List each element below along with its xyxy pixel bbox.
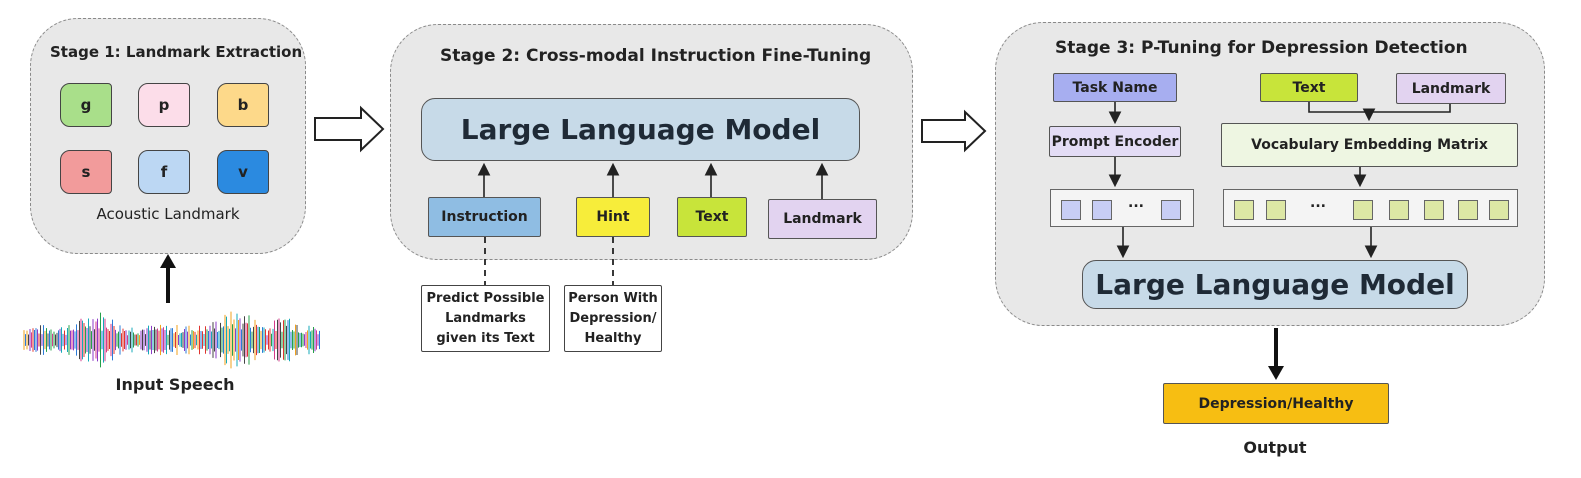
vocab-token: [1234, 200, 1254, 220]
landmark-card-b: b: [217, 83, 269, 127]
landmark-input: Landmark: [768, 199, 877, 239]
vocab-token: [1389, 200, 1409, 220]
landmark-card-g: g: [60, 83, 112, 127]
prompt-ellipsis: ...: [1128, 195, 1144, 211]
landmark-card-f: f: [138, 150, 190, 194]
stage3-text-box: Text: [1260, 73, 1358, 102]
text-input: Text: [677, 197, 747, 237]
vocab-embedding-matrix: Vocabulary Embedding Matrix: [1221, 123, 1518, 167]
stage2-to-stage3-arrow: [921, 109, 987, 153]
text-landmark-merge: [1308, 102, 1451, 113]
speech-waveform-icon: [23, 311, 320, 369]
landmark-card-v: v: [217, 150, 269, 194]
stage1-panel: [30, 18, 306, 254]
stage1-title: Stage 1: Landmark Extraction: [50, 43, 303, 61]
task-name-box: Task Name: [1053, 73, 1177, 102]
stage1-to-stage2-arrow: [314, 105, 385, 153]
prompt-encoder-box: Prompt Encoder: [1049, 126, 1181, 157]
prompt-token: [1061, 200, 1081, 220]
acoustic-landmark-caption: Acoustic Landmark: [96, 205, 240, 223]
vocab-token: [1266, 200, 1286, 220]
landmark-card-p: p: [138, 83, 190, 127]
instruction-input: Instruction: [428, 197, 541, 237]
prompt-token: [1092, 200, 1112, 220]
vocab-embeddings: ...: [1223, 189, 1518, 227]
input-speech-label: Input Speech: [115, 375, 235, 394]
hint-input: Hint: [576, 197, 650, 237]
stage3-title: Stage 3: P-Tuning for Depression Detecti…: [1055, 38, 1468, 58]
hint-note: Person With Depression/ Healthy: [564, 285, 662, 352]
vocab-token: [1458, 200, 1478, 220]
vocab-token: [1353, 200, 1373, 220]
landmark-grid: g p b s f v: [60, 83, 275, 198]
output-box: Depression/Healthy: [1163, 383, 1389, 424]
landmark-card-s: s: [60, 150, 112, 194]
vocab-token: [1424, 200, 1444, 220]
output-caption: Output: [1243, 438, 1307, 457]
instruction-note: Predict Possible Landmarks given its Tex…: [421, 285, 550, 352]
stage2-title: Stage 2: Cross-modal Instruction Fine-Tu…: [440, 46, 872, 66]
stage3-landmark-box: Landmark: [1396, 73, 1506, 104]
stage2-llm-box: Large Language Model: [421, 98, 860, 161]
stage3-llm-box: Large Language Model: [1082, 260, 1468, 309]
prompt-embeddings: ...: [1050, 189, 1194, 227]
vocab-token: [1489, 200, 1509, 220]
prompt-token: [1161, 200, 1181, 220]
vocab-ellipsis: ...: [1310, 195, 1326, 211]
